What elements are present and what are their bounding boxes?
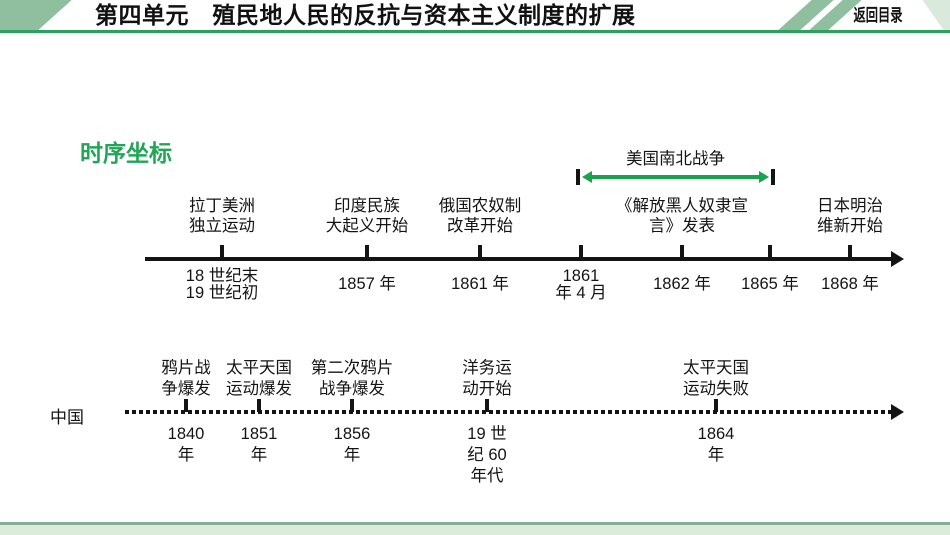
- event-date: 1857 年: [338, 275, 396, 294]
- civil-war-span-label: 美国南北战争: [626, 150, 725, 168]
- page-title: 第四单元 殖民地人民的反抗与资本主义制度的扩展: [95, 2, 636, 28]
- civil-war-arrowhead-right: [759, 171, 769, 183]
- china-axis-arrowhead-icon: [891, 404, 904, 420]
- timeline-tick: [350, 399, 354, 412]
- event-label: 洋务运动开始: [462, 359, 512, 398]
- header-bar: 第四单元 殖民地人民的反抗与资本主义制度的扩展 返回目录: [0, 0, 950, 33]
- event-label: 拉丁美洲独立运动: [189, 197, 255, 235]
- timeline-tick: [579, 245, 583, 259]
- world-axis-arrowhead-icon: [891, 251, 904, 267]
- civil-war-arrowhead-left: [582, 171, 592, 183]
- china-axis-dotted-line: [125, 410, 892, 414]
- section-title: 时序坐标: [80, 140, 172, 166]
- event-date: 1868 年: [821, 275, 879, 294]
- event-label: 俄国农奴制改革开始: [438, 197, 522, 235]
- header-underline: [0, 30, 950, 33]
- event-label: 第二次鸦片战争爆发: [310, 359, 394, 398]
- timeline-tick: [220, 245, 224, 259]
- event-label: 印度民族大起义开始: [325, 197, 409, 235]
- event-date: 1861 年: [451, 275, 509, 294]
- event-date: 1865 年: [741, 275, 799, 294]
- timeline-tick: [365, 245, 369, 259]
- timeline-tick: [714, 399, 718, 412]
- timeline-tick: [680, 245, 684, 259]
- world-axis-line: [145, 257, 892, 261]
- civil-war-span-start-bar: [576, 169, 580, 185]
- event-label: 太平天国运动失败: [683, 359, 749, 398]
- timeline-tick: [184, 399, 188, 412]
- timeline-tick: [485, 399, 489, 412]
- event-label: 太平天国运动爆发: [226, 359, 292, 398]
- china-axis-label: 中国: [50, 408, 84, 427]
- timeline-tick: [768, 245, 772, 259]
- timeline-tick: [478, 245, 482, 259]
- event-label: 《解放黑人奴隶宣言》发表: [616, 197, 748, 235]
- footer-accent-bar: [0, 522, 950, 535]
- civil-war-span-arrow: [588, 175, 763, 179]
- event-label: 日本明治维新开始: [817, 197, 883, 235]
- event-label: 鸦片战争爆发: [161, 359, 211, 398]
- back-to-contents-label: 返回目录: [853, 6, 902, 25]
- back-to-contents-button[interactable]: 返回目录: [820, 0, 935, 30]
- civil-war-span-end-bar: [771, 169, 775, 185]
- event-date: 1862 年: [653, 275, 711, 294]
- timeline-tick: [848, 245, 852, 259]
- timeline-tick: [257, 399, 261, 412]
